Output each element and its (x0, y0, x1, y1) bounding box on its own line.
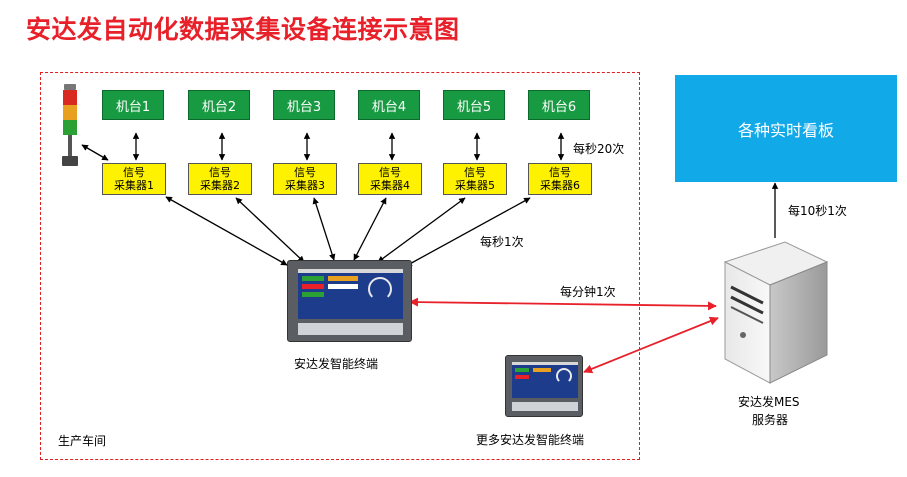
collector-line2: 采集器6 (540, 179, 580, 192)
machine-3: 机台3 (273, 90, 335, 120)
collector-line1: 信号 (549, 166, 571, 179)
signal-collector-6: 信号 采集器6 (528, 163, 592, 195)
collector-line1: 信号 (464, 166, 486, 179)
collector-line1: 信号 (123, 166, 145, 179)
collector-line2: 采集器2 (200, 179, 240, 192)
machine-2: 机台2 (188, 90, 250, 120)
smart-terminal-label: 安达发智能终端 (294, 357, 379, 371)
more-terminal-icon (505, 355, 583, 417)
link-c1-terminal (165, 196, 288, 266)
signal-light-tower-icon (62, 84, 78, 166)
signal-collector-2: 信号 采集器2 (188, 163, 252, 195)
machine-4: 机台4 (358, 90, 420, 120)
collector-line2: 采集器3 (285, 179, 325, 192)
signal-collector-4: 信号 采集器4 (358, 163, 422, 195)
realtime-board: 各种实时看板 (675, 75, 897, 182)
signal-collector-1: 信号 采集器1 (102, 163, 166, 195)
collector-line2: 采集器1 (114, 179, 154, 192)
link-terminal-server (409, 297, 717, 311)
link-c2-terminal (235, 197, 305, 263)
link-more-terminals-server (583, 316, 719, 374)
link-c6-terminal (405, 197, 531, 267)
machine-1: 机台1 (102, 90, 164, 120)
signal-collector-5: 信号 采集器5 (443, 163, 507, 195)
workshop-boundary (40, 72, 640, 460)
workshop-label: 生产车间 (58, 434, 107, 448)
machine-6: 机台6 (528, 90, 590, 120)
server-label-line2: 服务器 (752, 413, 789, 427)
signal-collector-3: 信号 采集器3 (273, 163, 337, 195)
collector-line2: 采集器4 (370, 179, 410, 192)
link-c5-terminal (377, 197, 466, 263)
smart-terminal-icon (287, 260, 412, 342)
machine-5: 机台5 (443, 90, 505, 120)
server-icon (723, 241, 829, 384)
server-label-line1: 安达发MES (738, 395, 800, 409)
collector-line1: 信号 (209, 166, 231, 179)
server-rate-label: 每分钟1次 (560, 285, 616, 299)
link-c4-terminal (353, 197, 387, 261)
collector-rate-label: 每秒20次 (573, 142, 625, 156)
link-c3-terminal (312, 197, 336, 261)
collector-line1: 信号 (379, 166, 401, 179)
terminal-rate-label: 每秒1次 (480, 235, 524, 249)
collector-line1: 信号 (294, 166, 316, 179)
link-tower-c1 (81, 144, 109, 161)
collector-line2: 采集器5 (455, 179, 495, 192)
more-terminals-label: 更多安达发智能终端 (476, 433, 585, 447)
board-rate-label: 每10秒1次 (788, 204, 847, 218)
page-title: 安达发自动化数据采集设备连接示意图 (26, 15, 460, 44)
